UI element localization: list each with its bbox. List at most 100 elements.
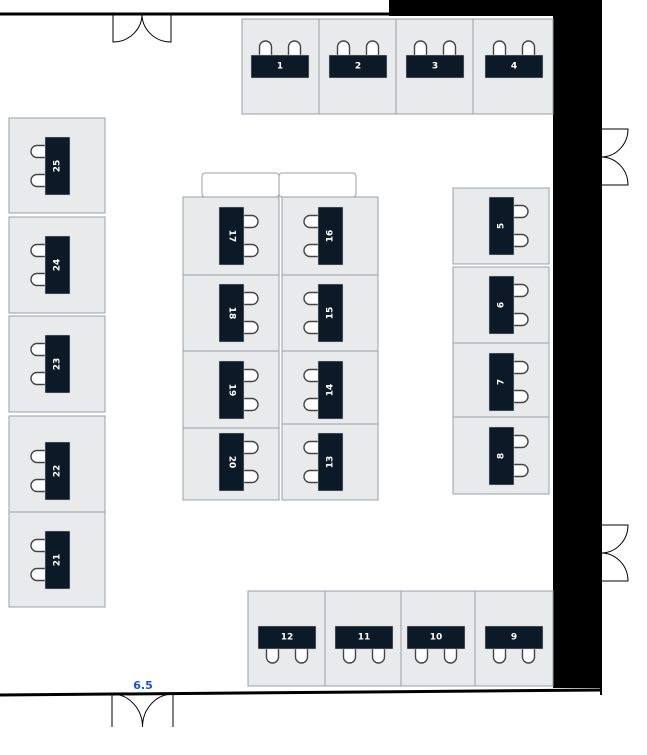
desk-21-label: 21	[53, 554, 63, 567]
desk-6-chair	[514, 312, 529, 327]
desk-17-label: 17	[227, 230, 237, 243]
desk-16-label: 16	[326, 230, 336, 243]
desk-1	[250, 54, 310, 79]
desk-2-chair	[336, 40, 351, 55]
desk-20	[218, 432, 245, 492]
desk-4-label: 4	[511, 62, 517, 72]
desk-14	[317, 360, 344, 420]
desk-10-chair	[414, 649, 429, 664]
desk-2-chair	[365, 40, 380, 55]
desk-8-chair	[514, 463, 529, 478]
desk-20-chair	[244, 469, 259, 484]
desk-8	[488, 426, 515, 486]
desk-16-chair	[303, 243, 318, 258]
desk-18-chair	[244, 291, 259, 306]
desk-7-label: 7	[497, 379, 507, 385]
desk-15	[317, 283, 344, 343]
desk-17	[218, 206, 245, 266]
desk-24-chair	[30, 272, 45, 287]
desk-4-chair	[521, 40, 536, 55]
desk-24	[44, 235, 71, 295]
desk-12-chair	[265, 649, 280, 664]
desk-13-chair	[303, 469, 318, 484]
desk-13	[317, 432, 344, 492]
desk-12-label: 12	[281, 633, 294, 643]
desk-3-chair	[442, 40, 457, 55]
desk-23-label: 23	[53, 358, 63, 371]
desk-13-label: 13	[326, 456, 336, 469]
desk-22-chair	[30, 478, 45, 493]
desk-22-chair	[30, 449, 45, 464]
door-right-upper	[600, 128, 629, 186]
desk-9-chair	[521, 649, 536, 664]
desk-7	[488, 352, 515, 412]
room-label: 6.5	[133, 679, 153, 692]
desk-3-label: 3	[432, 62, 438, 72]
desk-23-chair	[30, 342, 45, 357]
desk-24-label: 24	[53, 259, 63, 272]
desk-1-chair	[258, 40, 273, 55]
desk-9	[484, 625, 544, 650]
room-walls	[0, 0, 629, 728]
desk-21-chair	[30, 567, 45, 582]
desk-14-chair	[303, 368, 318, 383]
desk-cells	[8, 18, 554, 687]
desk-25	[44, 136, 71, 196]
desk-18	[218, 283, 245, 343]
desk-4-chair	[492, 40, 507, 55]
desk-23-chair	[30, 371, 45, 386]
desk-14-label: 14	[326, 384, 336, 397]
desk-25-label: 25	[53, 160, 63, 173]
desk-4	[484, 54, 544, 79]
desk-11	[334, 625, 394, 650]
top-wall-block	[389, 0, 581, 16]
desk-11-label: 11	[358, 633, 371, 643]
desk-7-chair	[514, 360, 529, 375]
chairs	[30, 40, 536, 664]
desk-20-label: 20	[227, 456, 237, 469]
desk-22-label: 22	[53, 465, 63, 478]
desk-22	[44, 441, 71, 501]
desk-1-chair	[287, 40, 302, 55]
desk-2-label: 2	[355, 62, 361, 72]
desk-8-label: 8	[497, 453, 507, 459]
desk-15-chair	[303, 320, 318, 335]
door-bottom	[111, 693, 174, 728]
desk-19-label: 19	[227, 384, 237, 397]
desk-17-chair	[244, 243, 259, 258]
desk-15-chair	[303, 291, 318, 306]
desk-5-chair	[514, 204, 529, 219]
desk-2	[328, 54, 388, 79]
desk-6-chair	[514, 283, 529, 298]
desk-13-chair	[303, 440, 318, 455]
desk-24-chair	[30, 243, 45, 258]
desk-18-label: 18	[227, 307, 237, 320]
desk-6-label: 6	[497, 302, 507, 308]
right-wall-column	[553, 0, 601, 688]
desk-10-label: 10	[430, 633, 443, 643]
desk-19-chair	[244, 397, 259, 412]
desk-5-chair	[514, 233, 529, 248]
desk-12-chair	[294, 649, 309, 664]
desk-11-chair	[342, 649, 357, 664]
desk-15-label: 15	[326, 307, 336, 320]
desk-16-chair	[303, 214, 318, 229]
desk-14-chair	[303, 397, 318, 412]
desk-20-chair	[244, 440, 259, 455]
desk-25-chair	[30, 144, 45, 159]
desk-3-chair	[413, 40, 428, 55]
desk-25-chair	[30, 173, 45, 188]
door-right-lower	[600, 524, 629, 582]
desk-18-chair	[244, 320, 259, 335]
desk-17-chair	[244, 214, 259, 229]
desk-19-chair	[244, 368, 259, 383]
desk-8-chair	[514, 434, 529, 449]
desk-9-label: 9	[511, 633, 517, 643]
door-top	[112, 13, 172, 43]
desk-21	[44, 530, 71, 590]
desk-21-chair	[30, 538, 45, 553]
desk-16	[317, 206, 344, 266]
desk-10-chair	[443, 649, 458, 664]
